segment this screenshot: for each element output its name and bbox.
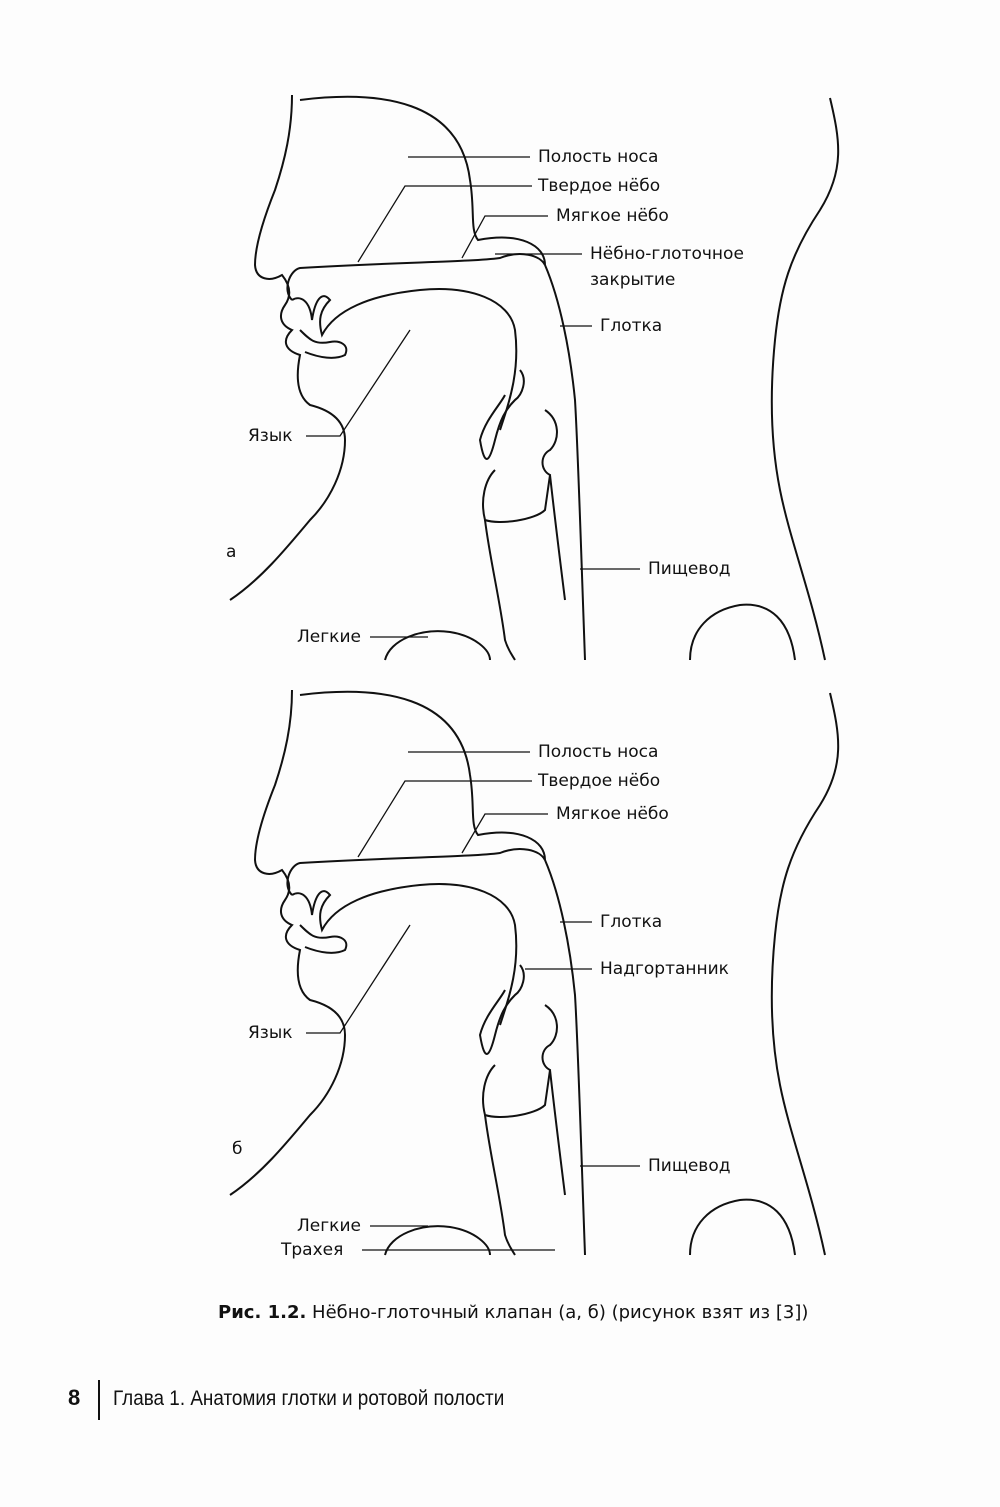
page-number: 8 — [68, 1385, 81, 1410]
label-hard-palate-b: Твердое нёбо — [538, 771, 661, 791]
label-closure-line1-a: Нёбно-глоточное — [590, 244, 744, 264]
caption-prefix: Рис. 1.2. — [218, 1302, 307, 1323]
diagram-b-drawing — [229, 689, 840, 1256]
panel-letter-b: б — [232, 1139, 243, 1159]
leader-lines — [306, 156, 640, 1251]
label-tongue-a: Язык — [248, 426, 293, 446]
label-closure-line2-a: закрытие — [590, 270, 676, 290]
running-footer: Глава 1. Анатомия глотки и ротовой полос… — [113, 1387, 505, 1410]
caption-text: Нёбно-глоточный клапан (а, б) (рисунок в… — [306, 1302, 809, 1323]
label-trachea-b: Трахея — [281, 1240, 344, 1260]
label-nasal-cavity-b: Полость носа — [538, 742, 659, 762]
label-hard-palate-a: Твердое нёбо — [538, 176, 661, 196]
footer-divider — [98, 1380, 100, 1420]
label-pharynx-b: Глотка — [600, 912, 663, 932]
panel-letter-a: а — [226, 542, 237, 562]
label-esophagus-b: Пищевод — [648, 1156, 731, 1176]
label-pharynx-a: Глотка — [600, 316, 663, 336]
label-esophagus-a: Пищевод — [648, 559, 731, 579]
label-tongue-b: Язык — [248, 1023, 293, 1043]
label-epiglottis-b: Надгортанник — [600, 959, 729, 979]
label-soft-palate-a: Мягкое нёбо — [556, 206, 669, 226]
label-soft-palate-b: Мягкое нёбо — [556, 804, 669, 824]
label-lungs-a: Легкие — [297, 627, 361, 647]
figure-caption: Рис. 1.2. Нёбно-глоточный клапан (а, б) … — [218, 1302, 808, 1323]
label-nasal-cavity-a: Полость носа — [538, 147, 659, 167]
diagram-a-drawing — [229, 94, 840, 661]
label-lungs-b: Легкие — [297, 1216, 361, 1236]
